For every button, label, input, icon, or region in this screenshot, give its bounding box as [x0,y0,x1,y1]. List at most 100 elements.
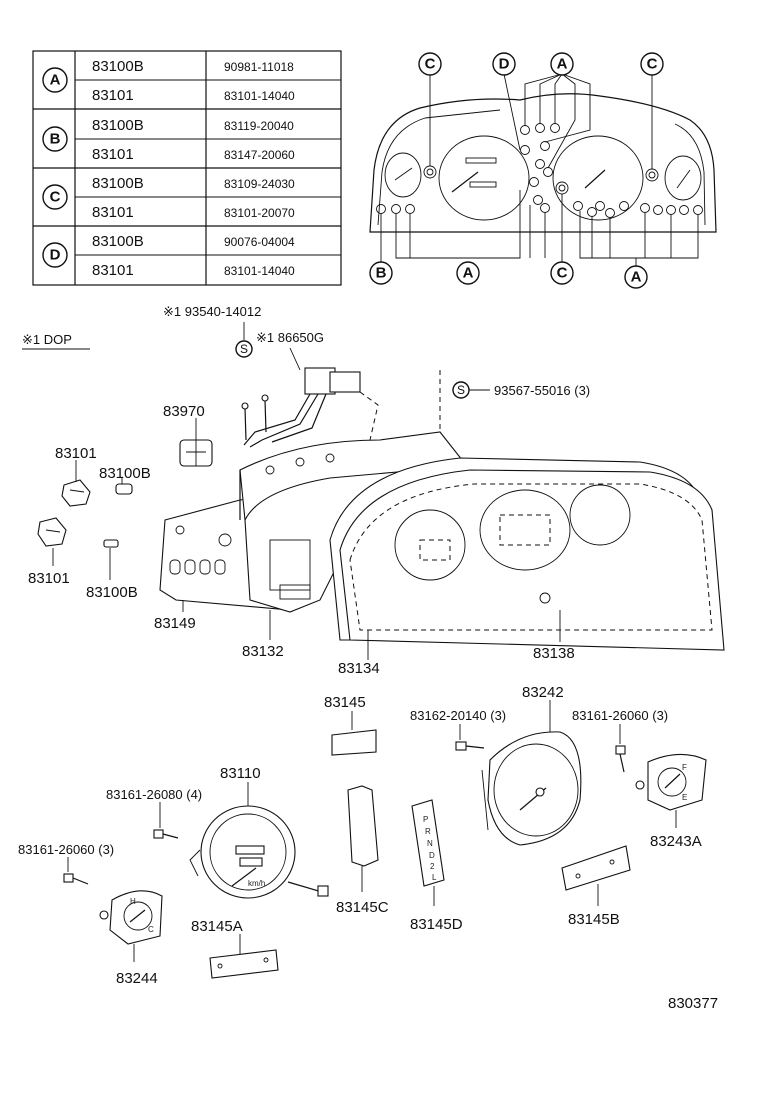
gear-2-mark: 2 [430,862,435,871]
label-83138: 83138 [533,645,575,662]
label-83100b-a: 83100B [99,465,151,482]
table-code-a: A [50,72,61,89]
badge-c-bottom [550,261,574,285]
diagram-code: 830377 [668,995,718,1012]
ref-86650g: ※1 86650G [256,330,324,345]
gear-d-mark: D [429,851,435,860]
badge-c-bottom-text: C [557,265,568,282]
label-83149: 83149 [154,615,196,632]
gear-p-mark: P [423,815,428,824]
screw-83161-mid [153,829,179,839]
label-83242: 83242 [522,684,564,701]
part-83145a [209,949,279,979]
label-83101-a: 83101 [55,445,97,462]
socket-c-left [423,165,437,179]
label-83145b: 83145B [568,911,620,928]
label-83134: 83134 [338,660,380,677]
fuel-e-mark: E [682,793,687,802]
part-83101-b [37,517,67,547]
table-badge-c [42,184,68,210]
part-83242-gauge [481,731,582,846]
table-cell: 83100B [92,175,144,192]
badge-c-right-text: C [647,56,658,73]
part-83243a-fuel-gauge: F E [635,753,707,811]
main-assembly [37,367,725,660]
badge-d-top [492,52,516,76]
gear-r-mark: R [425,827,431,836]
table-badge-b [42,126,68,152]
reference-table: A B C D 83100B 90981-11018 83101 83101-1… [32,50,342,286]
label-83244: 83244 [116,970,158,987]
table-cell: 83101 [92,146,134,163]
badge-a-bottom-left-text: A [463,265,474,282]
wire-harness [241,367,361,448]
table-cell: 83109-24030 [224,177,295,191]
temp-c-mark: C [148,925,154,934]
badge-d-top-text: D [499,56,510,73]
s-marker-2-text: S [457,383,465,397]
badge-c-left-text: C [425,56,436,73]
badge-a-bottom-left [456,261,480,285]
part-83244-temp-gauge: H C [99,890,163,945]
label-83243a: 83243A [650,833,702,850]
table-cell: 83101-20070 [224,206,295,220]
badge-a-bottom-right [624,265,648,289]
s-marker-1-text: S [240,342,248,356]
badge-a-top-text: A [557,56,568,73]
table-code-c: C [50,189,61,206]
ref-93540: ※1 93540-14012 [163,304,261,319]
table-cell: 83100B [92,117,144,134]
part-83100b-b [103,539,119,548]
badge-b-bottom [369,261,393,285]
part-83100b-a [115,483,133,495]
label-83161-right: 83161-26060 (3) [572,708,668,723]
kmh-mark: km/h [248,879,265,888]
part-83145 [331,729,377,756]
s-marker-1 [235,340,253,358]
label-83145c: 83145C [336,899,389,916]
table-code-d: D [50,247,61,264]
gear-n-mark: N [427,839,433,848]
table-cell: 83101-14040 [224,264,295,278]
badge-a-top [550,52,574,76]
part-83101-a [61,479,91,507]
table-cell: 83147-20060 [224,148,295,162]
table-cell: 83101 [92,204,134,221]
table-badge-a [42,67,68,93]
label-83161-mid: 83161-26080 (4) [106,787,202,802]
badge-c-left [418,52,442,76]
screw-83162 [455,741,485,751]
label-83145d: 83145D [410,916,463,933]
screw-83161-right [615,745,626,773]
label-83132: 83132 [242,643,284,660]
table-cell: 83100B [92,58,144,75]
fuel-f-mark: F [682,763,687,772]
label-83110: 83110 [220,765,261,782]
label-83145: 83145 [324,694,366,711]
table-code-b: B [50,131,61,148]
table-cell: 90076-04004 [224,235,295,249]
socket-c-right [645,168,659,182]
label-83100b-b: 83100B [86,584,138,601]
part-83110-speedometer: km/h [189,805,329,899]
ref-93567: 93567-55016 (3) [494,383,590,398]
temp-h-mark: H [130,897,136,906]
label-83145a: 83145A [191,918,243,935]
dop-note: ※1 DOP [22,332,72,347]
label-83162: 83162-20140 (3) [410,708,506,723]
part-83970 [179,439,213,467]
part-83145c [347,785,379,867]
table-cell: 90981-11018 [224,60,294,74]
table-cell: 83101-14040 [224,89,295,103]
table-cell: 83101 [92,87,134,104]
gear-l-mark: L [432,873,437,882]
table-cell: 83101 [92,262,134,279]
badge-c-right [640,52,664,76]
cluster-bulb-locator: C D A C B A C A [369,52,717,289]
label-83970: 83970 [163,403,205,420]
label-83161-left: 83161-26060 (3) [18,842,114,857]
screw-83161-left [63,873,89,885]
table-cell: 83100B [92,233,144,250]
